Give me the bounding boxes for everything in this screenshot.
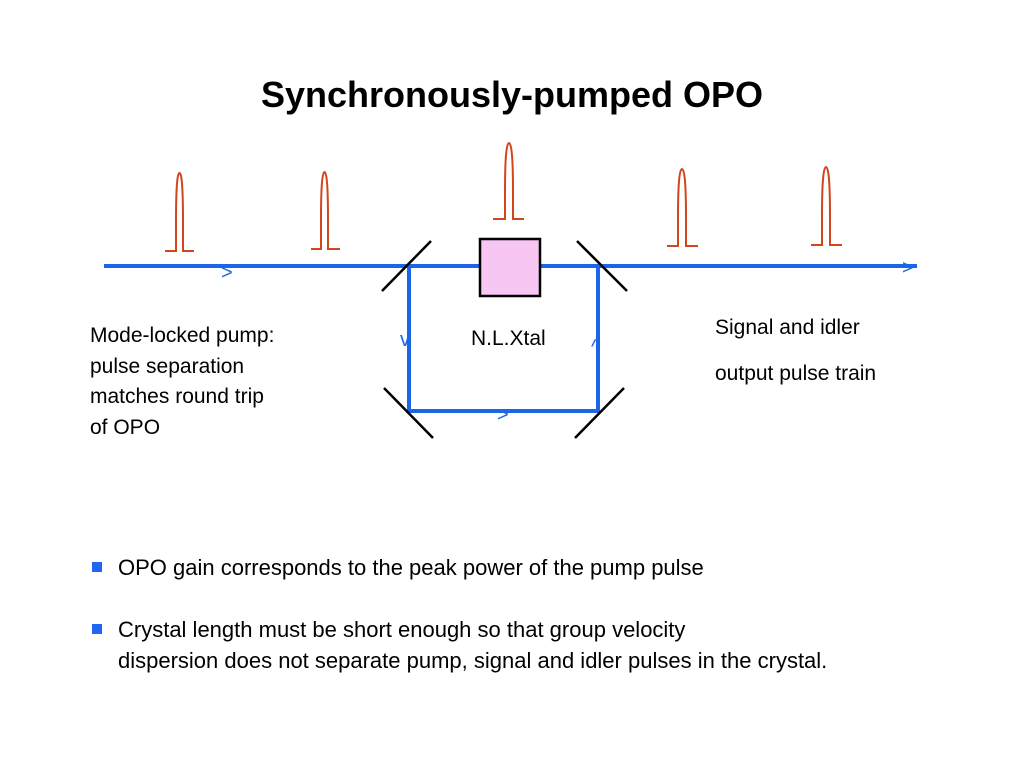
cavity-up-arrow: ^: [591, 336, 601, 358]
output-label: Signal and idler output pulse train: [715, 316, 876, 385]
pump-label: Mode-locked pump: pulse separation match…: [90, 324, 280, 439]
bullet-line: dispersion does not separate pump, signa…: [118, 648, 828, 673]
output-direction-arrow: >: [902, 257, 914, 279]
pump-label-line-4: of OPO: [90, 416, 160, 439]
pump-label-line-1: Mode-locked pump:: [90, 324, 274, 347]
mirror-bottom-right: [574, 387, 625, 439]
slide-title: Synchronously-pumped OPO: [260, 74, 764, 115]
bullet-square-icon: [92, 624, 102, 634]
cavity-down-arrow: v: [400, 329, 410, 351]
nonlinear-crystal: [478, 237, 542, 298]
mirror-top-left: [381, 240, 432, 292]
pump-label-line-2: pulse separation: [90, 355, 244, 378]
output-pulse-2: [811, 165, 842, 246]
output-label-line-1: Signal and idler: [715, 316, 860, 339]
mirror-top-right: [576, 240, 628, 292]
bullet-line: OPO gain corresponds to the peak power o…: [118, 555, 704, 580]
input-pulse-2: [311, 170, 340, 250]
input-pulse-1: [165, 171, 194, 252]
bullet-line: Crystal length must be short enough so t…: [118, 617, 686, 642]
cavity-bottom-arrow: >: [497, 404, 509, 426]
pump-label-line-3: matches round trip: [90, 385, 264, 408]
intracavity-pulse: [493, 141, 524, 220]
bullet-list: OPO gain corresponds to the peak power o…: [90, 552, 990, 707]
bullet-item: OPO gain corresponds to the peak power o…: [90, 552, 990, 583]
output-label-line-2: output pulse train: [715, 362, 876, 385]
output-pulse-1: [667, 167, 698, 247]
crystal-label: N.L.Xtal: [471, 327, 546, 350]
pump-direction-arrow: >: [221, 262, 233, 284]
bullet-item: Crystal length must be short enough so t…: [90, 614, 990, 676]
mirror-bottom-left: [383, 387, 434, 439]
bullet-square-icon: [92, 562, 102, 572]
